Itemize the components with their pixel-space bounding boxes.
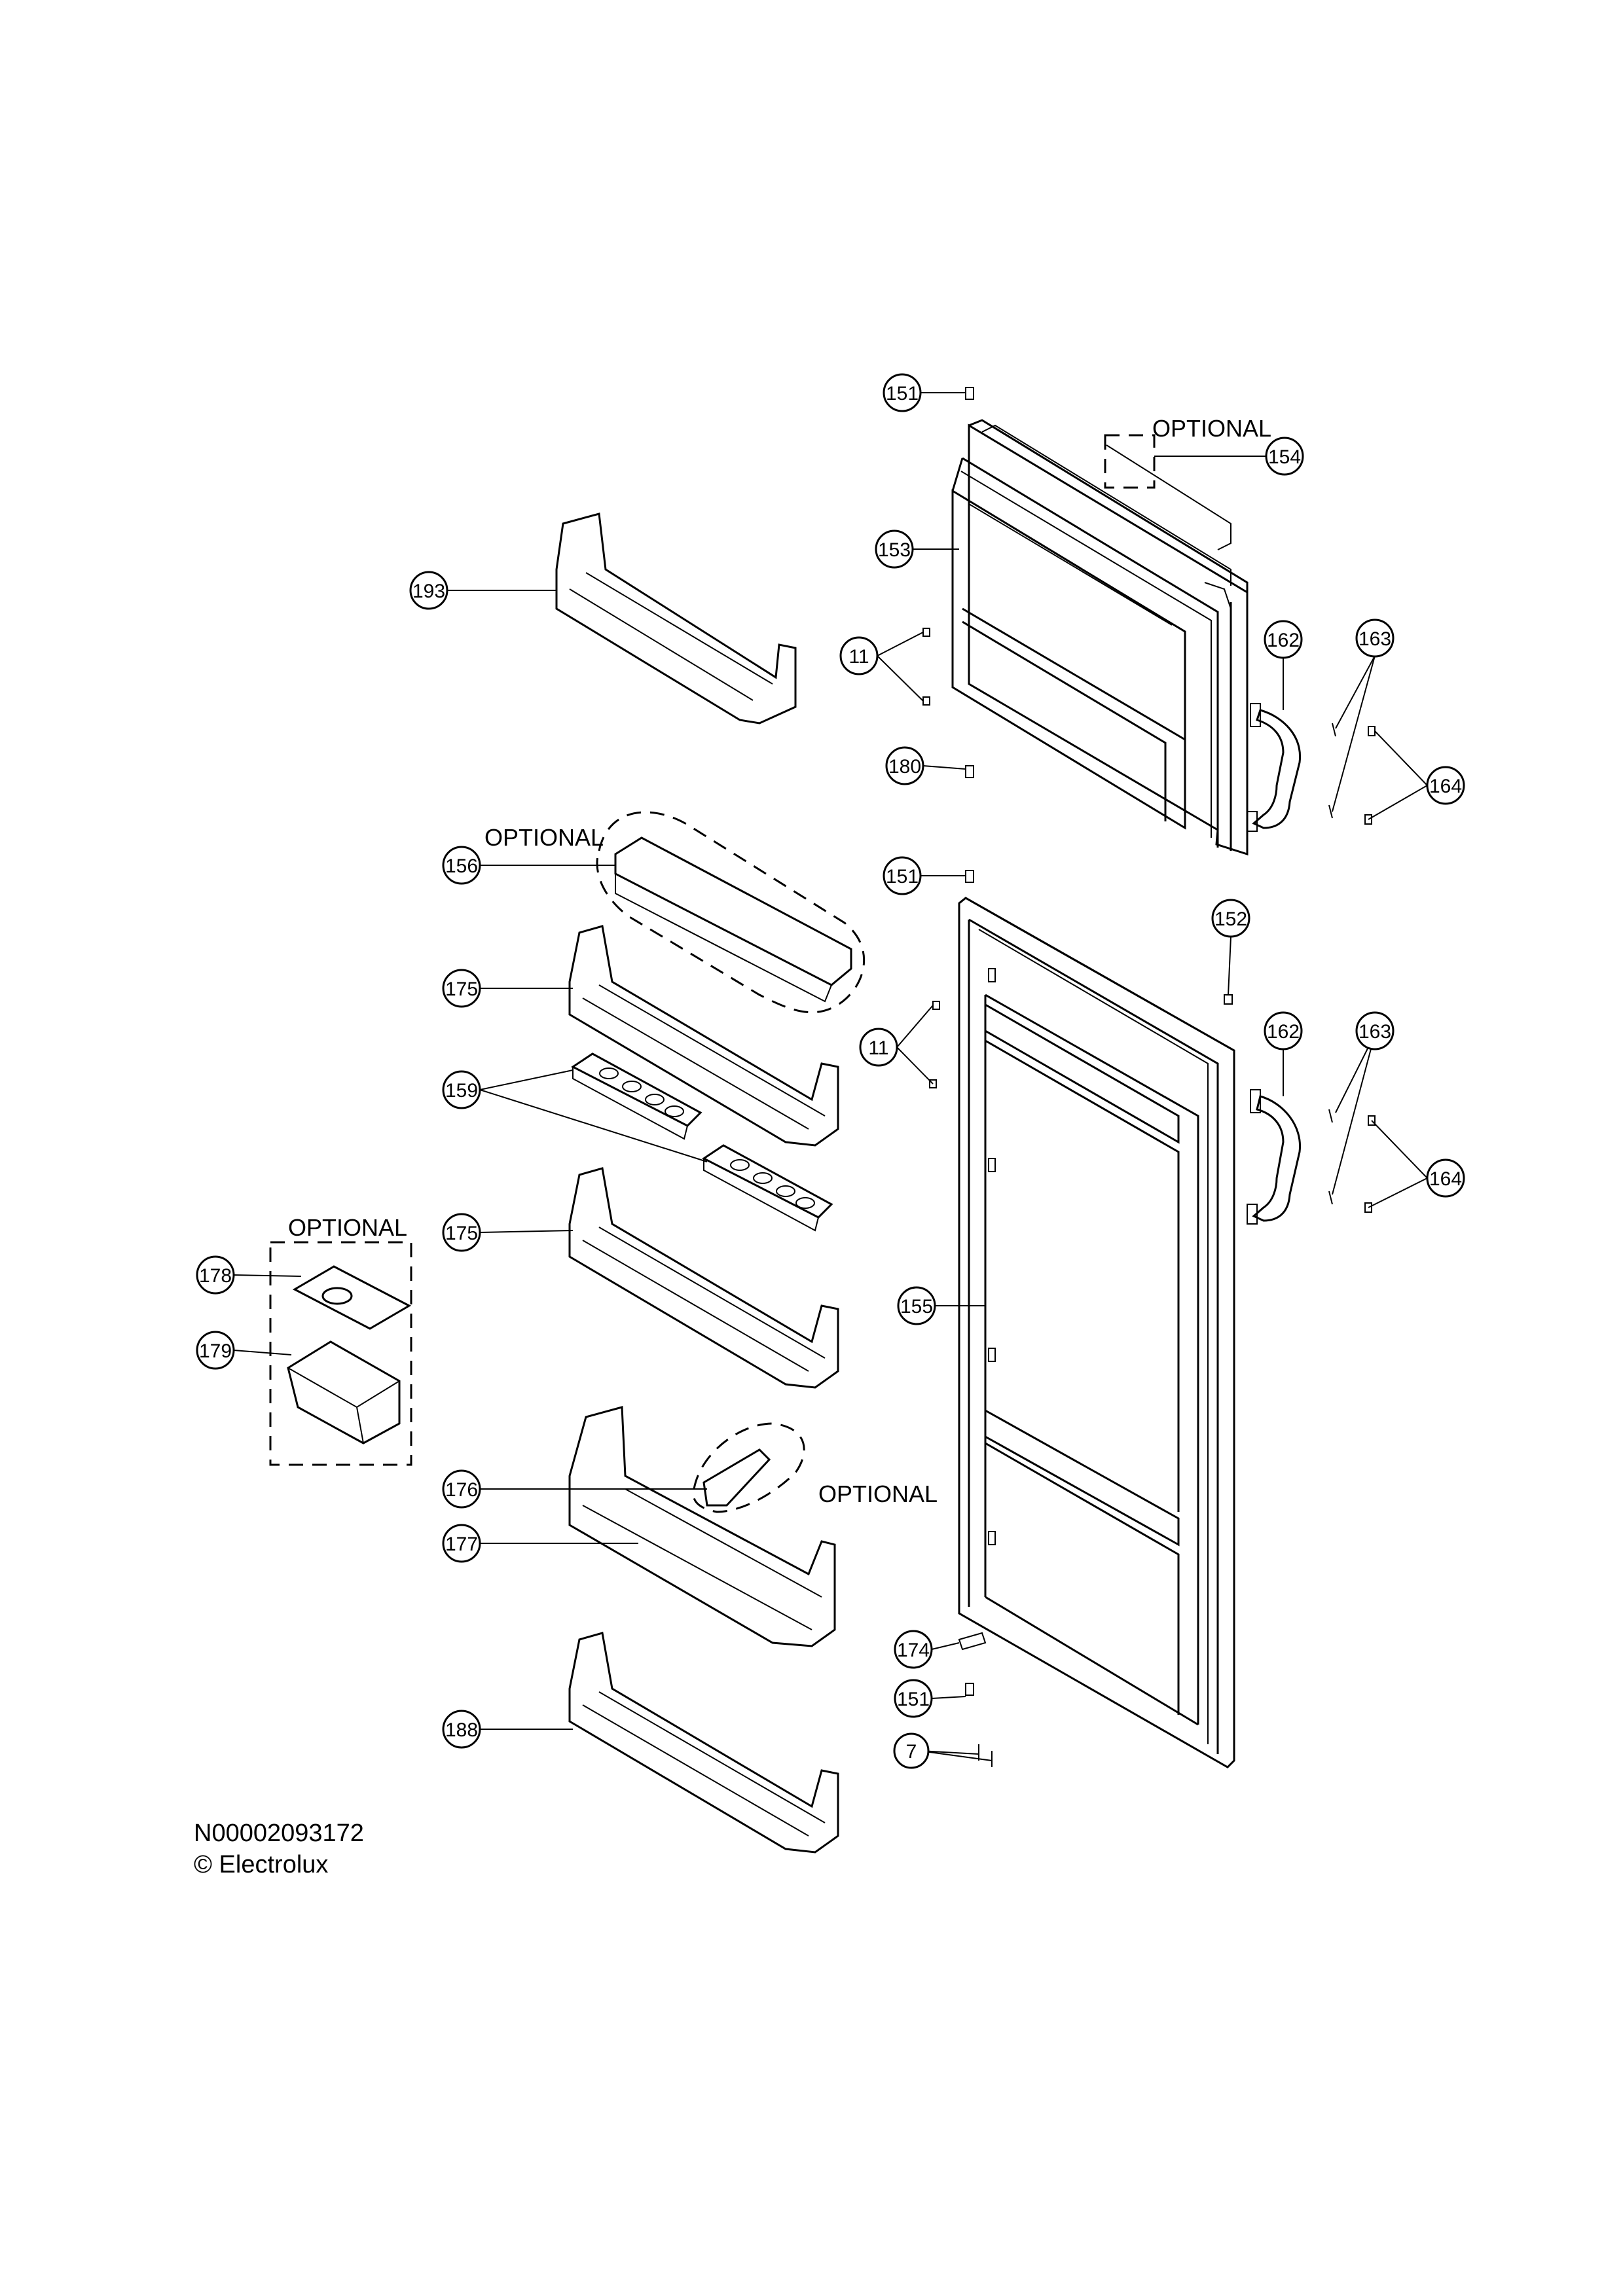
freezer-door-handle [1247,703,1302,832]
callout-177: 177 [442,1524,481,1563]
svg-text:151: 151 [886,866,919,888]
svg-text:177: 177 [445,1534,478,1555]
svg-text:152: 152 [1214,908,1247,930]
svg-text:179: 179 [199,1340,232,1362]
optional-label-crisper: OPTIONAL [484,824,604,851]
freezer-door [951,419,1249,856]
callout-153: 153 [875,529,914,569]
callout-152: 152 [1211,899,1250,938]
door-shelf-193 [555,512,797,725]
svg-text:164: 164 [1429,776,1462,797]
callout-159: 159 [442,1070,481,1109]
svg-text:180: 180 [888,756,921,778]
svg-text:156: 156 [445,855,478,877]
bottle-shelf-177 [568,1406,836,1647]
svg-text:176: 176 [445,1479,478,1501]
fridge-door [958,897,1235,1768]
svg-text:174: 174 [897,1640,930,1661]
door-shelf-175-upper [568,925,839,1147]
svg-text:153: 153 [878,539,911,561]
door-shelf-175-lower [568,1167,839,1389]
svg-text:11: 11 [848,646,869,668]
callout-154: 154 [1265,437,1304,476]
callout-175-upper: 175 [442,969,481,1008]
callout-179: 179 [196,1331,235,1370]
callout-11-top: 11 [839,636,879,675]
egg-holder-159-a [571,1052,702,1140]
svg-text:175: 175 [445,978,478,1000]
svg-text:163: 163 [1359,1021,1391,1043]
svg-text:151: 151 [897,1689,930,1710]
svg-text:151: 151 [886,383,919,404]
svg-text:164: 164 [1429,1168,1462,1190]
callout-178: 178 [196,1255,235,1295]
copyright-notice: © Electrolux [194,1851,329,1878]
svg-text:175: 175 [445,1223,478,1244]
callout-188: 188 [442,1710,481,1749]
callout-11-bottom: 11 [859,1028,898,1067]
svg-text:162: 162 [1267,630,1300,651]
optional-box-154 [1104,434,1156,489]
shelf-cover-156 [614,836,852,1003]
callout-175-lower: 175 [442,1213,481,1252]
callout-176: 176 [442,1469,481,1509]
optional-label-clip: OPTIONAL [818,1480,938,1507]
optional-outline-156 [596,811,866,1014]
callout-164-top: 164 [1426,766,1465,805]
optional-outline-176 [692,1422,805,1513]
callout-163-bottom: 163 [1355,1011,1395,1050]
callout-162-bottom: 162 [1264,1011,1303,1050]
callout-193: 193 [409,571,448,610]
svg-text:178: 178 [199,1265,232,1287]
clip-176 [702,1448,771,1507]
callout-155: 155 [897,1286,936,1325]
callout-164-bottom: 164 [1426,1158,1465,1198]
svg-text:159: 159 [445,1080,478,1102]
callout-156: 156 [442,846,481,885]
ice-box-lid-178 [292,1265,412,1330]
callout-151-top: 151 [883,373,922,412]
svg-text:154: 154 [1268,446,1301,468]
callout-162-top: 162 [1264,620,1303,659]
ice-box-179 [287,1340,401,1444]
door-shelf-188 [568,1632,839,1854]
fridge-door-handle [1247,1089,1302,1225]
optional-label-top: OPTIONAL [1152,415,1271,442]
optional-label-ice: OPTIONAL [288,1214,407,1241]
callout-151-bottom: 151 [894,1679,933,1718]
svg-text:7: 7 [906,1741,917,1763]
svg-text:11: 11 [868,1037,888,1059]
svg-text:155: 155 [900,1296,933,1318]
leader-lines [233,392,1428,1761]
egg-holder-159-b [702,1144,833,1232]
callout-174: 174 [894,1630,933,1669]
callout-7: 7 [893,1732,930,1769]
svg-text:193: 193 [412,581,445,602]
callout-151-middle: 151 [883,856,922,895]
diagram-code: N00002093172 [194,1820,364,1847]
svg-text:163: 163 [1359,628,1391,650]
callout-163-top: 163 [1355,619,1395,658]
svg-text:162: 162 [1267,1021,1300,1043]
callout-180: 180 [885,746,924,785]
svg-text:188: 188 [445,1719,478,1741]
